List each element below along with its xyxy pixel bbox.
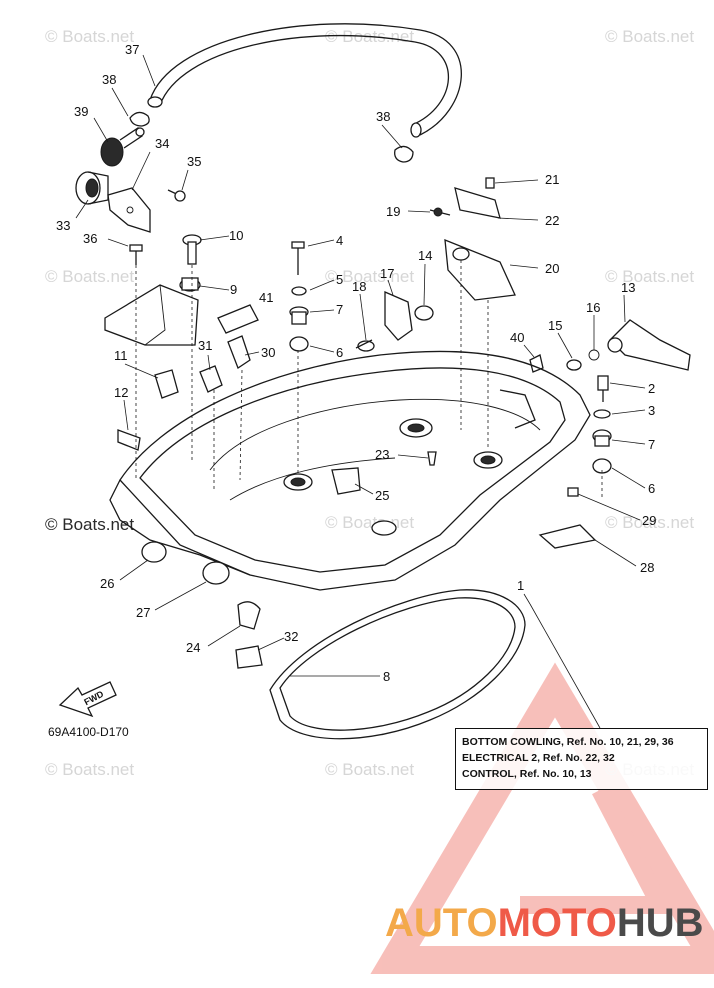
watermark-text: © Boats.net: [325, 760, 414, 779]
callout-18: 18: [352, 279, 366, 294]
callout-41: 41: [259, 290, 273, 305]
callout-14: 14: [418, 248, 432, 263]
note-line: ELECTRICAL 2, Ref. No. 22, 32: [462, 752, 615, 764]
callout-26: 26: [100, 576, 114, 591]
callout-34: 34: [155, 136, 169, 151]
fastener-stack: [592, 375, 612, 474]
leader-lines: [75, 54, 646, 729]
grommet-part: [75, 171, 109, 205]
latch-part: [355, 291, 434, 352]
note-line: BOTTOM COWLING, Ref. No. 10, 21, 29, 36: [462, 736, 674, 748]
callout-7: 7: [648, 437, 655, 452]
callout-12: 12: [114, 385, 128, 400]
callout-1: 1: [517, 578, 524, 593]
watermark-text: © Boats.net: [45, 27, 134, 46]
callout-28: 28: [640, 560, 654, 575]
callout-21: 21: [545, 172, 559, 187]
callout-24: 24: [186, 640, 200, 655]
callout-5: 5: [336, 272, 343, 287]
gasket-part: [269, 589, 526, 740]
callout-33: 33: [56, 218, 70, 233]
callout-6: 6: [648, 481, 655, 496]
callout-29: 29: [642, 513, 656, 528]
watermark-featured: © Boats.net: [45, 515, 134, 534]
brand-part: HUB: [616, 901, 704, 945]
assembly-lines: [135, 260, 603, 500]
callout-17: 17: [380, 266, 394, 281]
brand-logo: AUTOMOTOHUB: [385, 900, 704, 946]
note-line: CONTROL, Ref. No. 10, 13: [462, 768, 592, 780]
switch-part: [117, 369, 179, 451]
brand-part: AUTO: [385, 901, 498, 945]
callout-2: 2: [648, 381, 655, 396]
watermark-text: © Boats.net: [605, 267, 694, 286]
callout-11: 11: [114, 348, 128, 363]
callout-40: 40: [510, 330, 524, 345]
fastener-stack: [289, 241, 309, 352]
callout-13: 13: [621, 280, 635, 295]
callout-15: 15: [548, 318, 562, 333]
callout-19: 19: [386, 204, 400, 219]
callout-39: 39: [74, 104, 88, 119]
watermark-text: © Boats.net: [325, 267, 414, 286]
brand-part: MOTO: [497, 901, 617, 945]
callout-22: 22: [545, 213, 559, 228]
bolt-part: [129, 244, 143, 265]
drain-parts: [331, 451, 597, 549]
callout-31: 31: [198, 338, 212, 353]
callout-7: 7: [336, 302, 343, 317]
callout-25: 25: [375, 488, 389, 503]
watermark-layer: © Boats.net © Boats.net © Boats.net © Bo…: [45, 27, 694, 779]
fwd-arrow-icon: FWD: [58, 681, 117, 718]
callout-23: 23: [375, 447, 389, 462]
callout-labels: 37 38 39 34 35 33 36 10 4 5 7 6 9 41 30 …: [56, 42, 656, 684]
fwd-label: FWD: [82, 689, 105, 708]
callout-36: 36: [83, 231, 97, 246]
bracket-part: [107, 187, 186, 233]
bolt-part: [182, 234, 202, 265]
callout-27: 27: [136, 605, 150, 620]
callout-10: 10: [229, 228, 243, 243]
callout-32: 32: [284, 629, 298, 644]
callout-4: 4: [336, 233, 343, 248]
bottom-cowling: [109, 350, 591, 591]
watermark-text: © Boats.net: [325, 513, 414, 532]
callout-8: 8: [383, 669, 390, 684]
callout-3: 3: [648, 403, 655, 418]
callout-38: 38: [376, 109, 390, 124]
callout-30: 30: [261, 345, 275, 360]
callout-35: 35: [187, 154, 201, 169]
diagram-code: 69A4100-D170: [48, 725, 129, 739]
callout-9: 9: [230, 282, 237, 297]
watermark-text: © Boats.net: [605, 27, 694, 46]
callout-37: 37: [125, 42, 139, 57]
hose-part: [147, 23, 462, 138]
callout-16: 16: [586, 300, 600, 315]
watermark-text: © Boats.net: [45, 760, 134, 779]
plug-parts: [141, 541, 263, 669]
watermark-text: © Boats.net: [605, 513, 694, 532]
collar-part: [179, 277, 201, 292]
callout-6: 6: [336, 345, 343, 360]
brand-triangle-logo: [370, 662, 714, 974]
gear-part: [100, 127, 145, 167]
plate-part: [104, 284, 199, 346]
hose-clip-parts: [129, 111, 414, 163]
callout-38: 38: [102, 72, 116, 87]
control-lever: [529, 319, 691, 373]
reference-note-box: BOTTOM COWLING, Ref. No. 10, 21, 29, 36 …: [455, 728, 708, 790]
lever-part: [429, 177, 516, 301]
watermark-text: © Boats.net: [45, 267, 134, 286]
callout-20: 20: [545, 261, 559, 276]
